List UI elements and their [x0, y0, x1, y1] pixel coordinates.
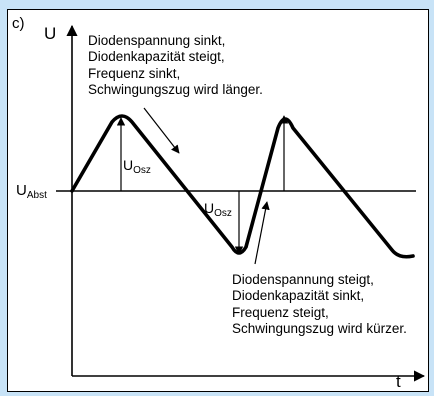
amplitude-label-upper-main: U	[123, 157, 134, 173]
note-bottom: Diodenspannung steigt, Diodenkapazität s…	[232, 272, 407, 338]
note-top-line: Diodenkapazität steigt,	[88, 49, 225, 65]
y-axis-label: U	[44, 24, 57, 43]
note-top-line: Schwingungszug wird länger.	[88, 82, 263, 98]
note-top-line: Frequenz sinkt,	[88, 65, 181, 81]
baseline-label-sub: Abst	[26, 190, 47, 201]
amplitude-label-lower: UOsz	[204, 200, 232, 219]
amplitude-label-upper-sub: Osz	[133, 165, 151, 176]
baseline-label: UAbst	[16, 182, 47, 201]
rising-slope-arrow	[254, 201, 270, 265]
note-bottom-line: Frequenz steigt,	[232, 304, 329, 320]
falling-slope-arrow	[143, 107, 180, 154]
x-axis-label: t	[396, 372, 401, 391]
amplitude-label-upper: UOsz	[123, 157, 151, 176]
note-bottom-line: Diodenkapazität sinkt,	[232, 288, 365, 304]
amplitude-label-lower-sub: Osz	[214, 208, 232, 219]
waveform-diagram	[56, 24, 426, 382]
panel-letter: c)	[12, 15, 25, 32]
baseline-label-main: U	[16, 182, 27, 199]
oscillation-curve	[70, 114, 415, 259]
note-top-line: Diodenspannung sinkt,	[88, 33, 226, 48]
note-bottom-line: Schwingungszug wird kürzer.	[232, 321, 407, 337]
note-top: Diodenspannung sinkt, Diodenkapazität st…	[88, 33, 263, 99]
amplitude-label-lower-main: U	[204, 200, 215, 216]
note-bottom-line: Diodenspannung steigt,	[232, 272, 374, 287]
diagram-panel: c) U t UAbst UOsz UOsz Diodenspannung si…	[7, 9, 429, 392]
